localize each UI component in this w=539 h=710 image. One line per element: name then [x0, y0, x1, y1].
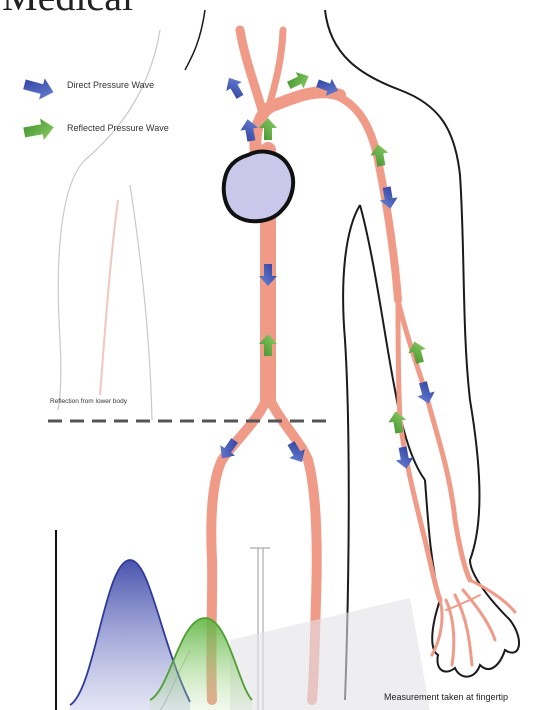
reflection-label: Reflection from lower body: [50, 398, 128, 405]
waveform-inset: [56, 530, 430, 710]
legend-direct-label: Direct Pressure Wave: [67, 80, 154, 90]
direct-arrow-icon: [394, 446, 416, 471]
reflected-arrow-icon: [387, 410, 409, 435]
arterial-tree: [211, 30, 515, 700]
legend-reflected-label: Reflected Pressure Wave: [67, 123, 169, 133]
legend-reflected-arrow-icon: [22, 116, 55, 143]
direct-arrow-icon: [221, 73, 248, 101]
heart-icon: [224, 152, 293, 222]
measurement-label: Measurement taken at fingertip: [384, 692, 508, 702]
legend-direct-arrow-icon: [22, 74, 57, 103]
reflected-pressure-arrows: [259, 68, 429, 435]
page-title: Medical: [2, 0, 133, 19]
direct-pressure-arrows: [215, 73, 438, 470]
legend: Direct Pressure Wave Reflected Pressure …: [22, 74, 169, 144]
